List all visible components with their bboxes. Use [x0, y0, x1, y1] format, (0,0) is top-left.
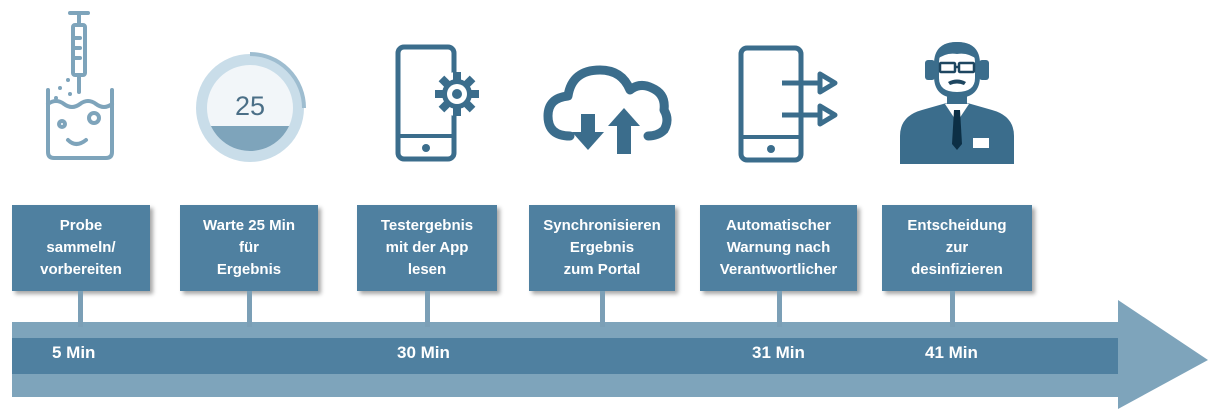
- step-box-1: Probe sammeln/ vorbereiten: [12, 205, 150, 291]
- syringe-beaker-icon: [46, 11, 114, 160]
- connector: [425, 291, 430, 327]
- timer-icon: 25: [196, 52, 306, 162]
- step-box-5: Automatischer Warnung nach Verantwortlic…: [700, 205, 857, 291]
- step-label: Probe sammeln/ vorbereiten: [40, 217, 122, 278]
- step-label: Warte 25 Min für Ergebnis: [203, 217, 295, 278]
- step-box-6: Entscheidung zur desinfizieren: [882, 205, 1032, 291]
- step-box-3: Testergebnis mit der App lesen: [357, 205, 497, 291]
- connector: [247, 291, 252, 327]
- step-box-2: Warte 25 Min für Ergebnis: [180, 205, 318, 291]
- step-label: Synchronisieren Ergebnis zum Portal: [543, 217, 661, 278]
- time-label-31-min: 31 Min: [752, 343, 805, 362]
- step-label: Testergebnis mit der App lesen: [380, 217, 474, 278]
- time-label-41-min: 41 Min: [925, 343, 978, 362]
- connector: [777, 291, 782, 327]
- connector: [78, 291, 83, 327]
- cloud-sync-icon: [543, 65, 672, 154]
- time-label-5-min: 5 Min: [52, 343, 96, 362]
- phone-settings-icon: [395, 44, 479, 162]
- step-label: Entscheidung zur desinfizieren: [907, 217, 1007, 278]
- person-icon: [900, 42, 1014, 164]
- connector: [950, 291, 955, 327]
- time-label-30-min: 30 Min: [397, 343, 450, 362]
- connector: [600, 291, 605, 327]
- step-box-4: Synchronisieren Ergebnis zum Portal: [529, 205, 675, 291]
- step-label: Automatischer Warnung nach Verantwortlic…: [719, 217, 838, 278]
- phone-warning-icon: [738, 45, 838, 163]
- timer-value: 25: [235, 91, 265, 121]
